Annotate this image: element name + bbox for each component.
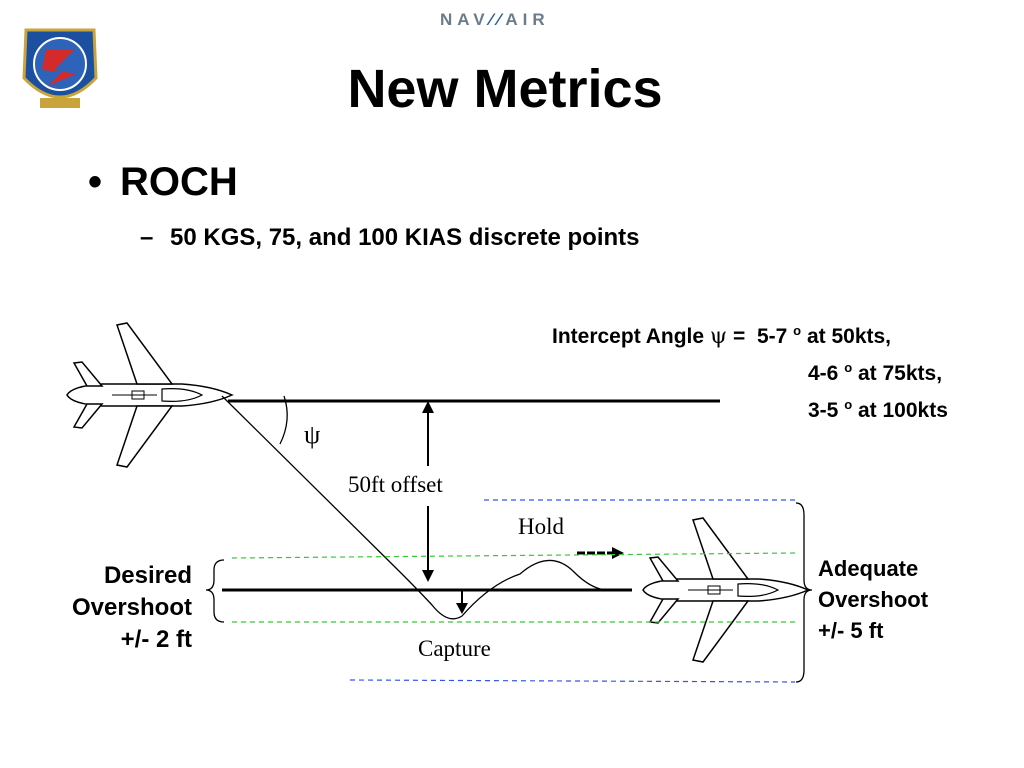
desired-brace [205,559,225,623]
brand-swoosh-icon: ⁄⁄ [489,10,506,29]
desired-band-upper [231,552,796,559]
capture-label: Capture [418,636,491,661]
bullet-dot-icon: • [88,160,103,204]
brand-left: NAV [440,10,490,29]
bullet-level1-text: ROCH [120,160,238,204]
intercept-angle-text: Intercept Angle ψ = 5-7 o at 50kts, 4-6 … [552,315,948,426]
aircraft-end-icon [642,517,809,663]
intercept-row-3: 3-5 o at 100kts [808,397,948,422]
slide-title: New Metrics [347,59,663,119]
intercept-row-1: Intercept Angle ψ = 5-7 o at 50kts, [552,323,892,349]
intercept-angle-arc [279,395,288,445]
squadron-logo [18,20,102,112]
bullet-level1: • ROCH [88,160,238,205]
psi-label: ψ [304,420,321,449]
aircraft-start-icon [66,322,233,468]
hold-label: Hold [518,514,564,539]
bullet-level2-text: 50 KGS, 75, and 100 KIAS discrete points [170,224,640,251]
trajectory-line [221,395,606,620]
intercept-row-2: 4-6 o at 75kts, [808,360,943,385]
adequate-overshoot-label: Adequate Overshoot +/- 5 ft [818,556,929,643]
brand-right: AIR [505,10,550,29]
adequate-brace [795,502,813,683]
offset-label: 50ft offset [348,472,443,497]
bullet-level2: –50 KGS, 75, and 100 KIAS discrete point… [140,224,640,252]
bullet-dash-icon: – [140,224,154,251]
desired-overshoot-label: Desired Overshoot +/- 2 ft [71,562,192,653]
adequate-band-lower [349,679,796,683]
navair-brand: NAV⁄⁄AIR [440,10,550,30]
